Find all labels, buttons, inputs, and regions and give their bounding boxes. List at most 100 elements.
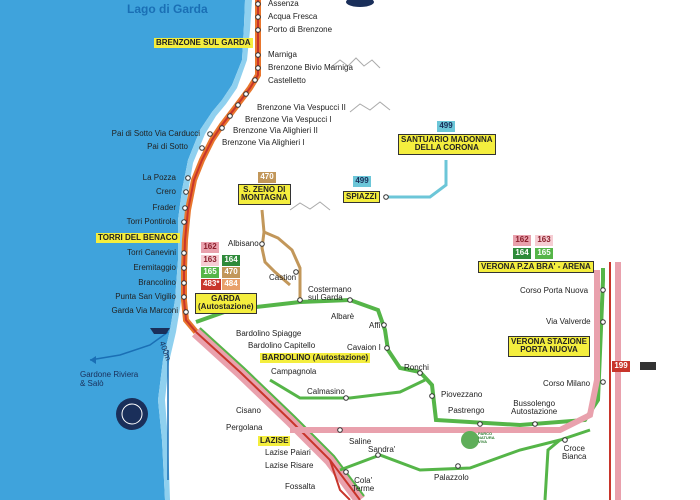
stop-label: Brenzone Via Alighieri II xyxy=(233,126,318,135)
stop-label: Castion xyxy=(269,273,297,282)
mountain-icon xyxy=(289,201,331,211)
stop-dot xyxy=(185,175,191,181)
ferry-icon xyxy=(150,328,170,334)
stop-label: Acqua Fresca xyxy=(268,12,318,21)
stop-dot xyxy=(455,463,461,469)
line-badge: 163 xyxy=(201,255,219,266)
stop-label: Lazise Risare xyxy=(265,461,314,470)
stop-dot xyxy=(347,297,353,303)
stop-label: Bussolengo Autostazione xyxy=(511,399,558,416)
town-santuario: SANTUARIO MADONNA DELLA CORONA xyxy=(398,134,496,155)
stop-label: Pai di Sotto Via Carducci xyxy=(111,129,200,138)
stop-dot xyxy=(255,27,261,33)
stop-label: Croce Bianca xyxy=(562,444,587,461)
line-pink-saline xyxy=(290,270,600,433)
stop-dot xyxy=(293,269,299,275)
stop-label: Frader xyxy=(152,203,176,212)
stop-label: Porto di Brenzone xyxy=(268,25,333,34)
stop-label: Fossalta xyxy=(285,482,316,491)
stop-dot xyxy=(384,345,390,351)
stop-label: Sandra' xyxy=(368,445,396,454)
stop-label: Pergolana xyxy=(226,423,263,432)
stop-label: Ronchi xyxy=(404,363,429,372)
line-badge: 470 xyxy=(222,267,240,278)
stop-label: Campagnola xyxy=(271,367,317,376)
stop-dot xyxy=(235,102,241,108)
stop-dot xyxy=(255,1,261,7)
stop-dot xyxy=(532,421,538,427)
town-lazise: LAZISE xyxy=(258,436,291,447)
stop-dot xyxy=(183,189,189,195)
line-badge: 199 xyxy=(612,361,630,372)
stop-dot xyxy=(243,91,249,97)
stop-label: Pastrengo xyxy=(448,406,485,415)
lake-garda xyxy=(0,0,245,500)
stop-label: Brenzone Via Alighieri I xyxy=(222,138,305,147)
stop-label: Calmasino xyxy=(307,387,345,396)
town-san-zeno: S. ZENO DI MONTAGNA xyxy=(238,184,291,205)
town-brenzone: BRENZONE SUL GARDA xyxy=(154,38,253,49)
line-badge: 162 xyxy=(201,242,219,253)
parco-natura-viva-logo xyxy=(461,431,479,449)
ferry-line xyxy=(89,331,169,361)
stop-label: Castelletto xyxy=(268,76,306,85)
stop-dot xyxy=(199,145,205,151)
stop-label: Torri Pontirola xyxy=(126,217,176,226)
stop-label: Corso Milano xyxy=(543,379,591,388)
stop-label: Brenzone Via Vespucci II xyxy=(257,103,346,112)
town-spiazzi: SPIAZZI xyxy=(343,191,380,204)
stop-dot xyxy=(227,113,233,119)
stop-label: Albarè xyxy=(331,312,355,321)
stop-label: Palazzolo xyxy=(434,473,469,482)
stop-label: Via Valverde xyxy=(546,317,591,326)
stop-label: Bardolino Spiagge xyxy=(236,329,302,338)
stop-dots xyxy=(181,1,606,475)
ferry-destination: Gardone Riviera & Salò xyxy=(80,370,139,388)
train-icon xyxy=(640,362,656,370)
line-green-croce xyxy=(543,438,561,500)
stop-dot xyxy=(383,194,389,200)
stop-dot xyxy=(259,241,265,247)
line-badge: 165 xyxy=(201,267,219,278)
stop-label: Eremitaggio xyxy=(133,263,176,272)
stop-dot xyxy=(600,287,606,293)
stop-label: Cola' Terme xyxy=(352,476,375,493)
lake-label: Lago di Garda xyxy=(127,2,208,16)
line-south-red xyxy=(195,331,361,500)
stop-label: Piovezzano xyxy=(441,390,483,399)
stop-dot xyxy=(181,265,187,271)
stop-dot xyxy=(381,322,387,328)
line-badge: 470 xyxy=(258,172,276,183)
stop-label: Crero xyxy=(155,187,176,196)
stop-dot xyxy=(183,309,189,315)
stop-dot xyxy=(252,77,258,83)
stop-dot xyxy=(182,205,188,211)
line-badge: 163 xyxy=(535,235,553,246)
stop-label: Costermano sul Garda xyxy=(308,285,352,302)
stop-dot xyxy=(181,294,187,300)
stop-label: Pai di Sotto xyxy=(147,142,188,151)
line-badge: 499 xyxy=(437,121,455,132)
line-brown-zeno xyxy=(260,209,302,300)
stop-label: Corso Porta Nuova xyxy=(520,286,589,295)
stop-dot xyxy=(343,469,349,475)
stop-dot xyxy=(207,131,213,137)
line-green-calmasino xyxy=(269,378,426,400)
stop-dot xyxy=(600,319,606,325)
town-bardolino: BARDOLINO (Autostazione) xyxy=(260,353,371,364)
stop-label: Torri Canevini xyxy=(127,248,176,257)
town-torri: TORRI DEL BENACO xyxy=(96,233,180,244)
stop-label: Garda Via Marconi xyxy=(111,306,178,315)
stop-dot xyxy=(417,370,423,376)
stop-label: Brancolino xyxy=(138,278,176,287)
stop-dot xyxy=(181,250,187,256)
line-badge: 164 xyxy=(222,255,240,266)
stop-dot xyxy=(429,393,435,399)
stop-dot xyxy=(219,125,225,131)
stop-dot xyxy=(255,14,261,20)
top-emblem xyxy=(346,0,374,7)
town-garda: GARDA (Autostazione) xyxy=(195,293,257,314)
stop-dot xyxy=(181,280,187,286)
line-badge: 483* xyxy=(201,279,222,290)
